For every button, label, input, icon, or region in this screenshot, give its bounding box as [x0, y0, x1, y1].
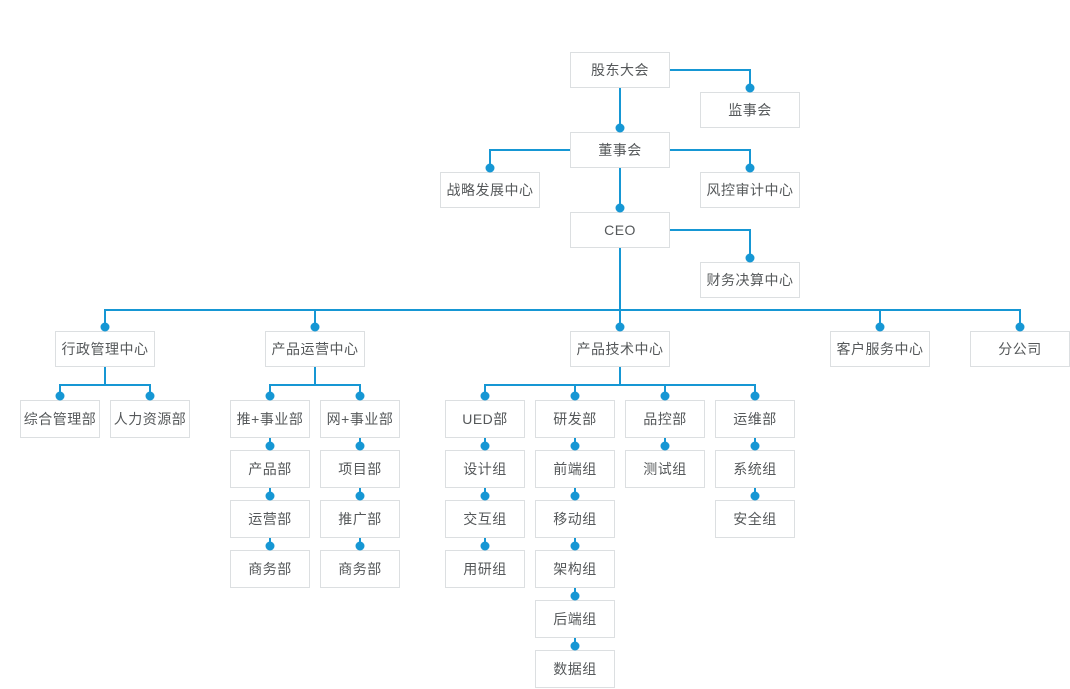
org-node-interaction_group: 交互组	[445, 500, 525, 538]
org-node-security_group: 安全组	[715, 500, 795, 538]
org-node-ops_center: 产品运营中心	[265, 331, 365, 367]
org-node-project_dept: 项目部	[320, 450, 400, 488]
org-node-finance_center: 财务决算中心	[700, 262, 800, 298]
org-node-testing_group: 测试组	[625, 450, 705, 488]
org-node-data_group: 数据组	[535, 650, 615, 688]
org-node-tui_division: 推+事业部	[230, 400, 310, 438]
org-node-risk_audit_center: 风控审计中心	[700, 172, 800, 208]
org-node-hr_dept: 人力资源部	[110, 400, 190, 438]
org-node-operations_dept: 运营部	[230, 500, 310, 538]
org-node-ued_dept: UED部	[445, 400, 525, 438]
org-node-branch_company: 分公司	[970, 331, 1070, 367]
org-node-tech_center: 产品技术中心	[570, 331, 670, 367]
org-node-promotion_dept: 推广部	[320, 500, 400, 538]
org-node-strategy_center: 战略发展中心	[440, 172, 540, 208]
org-node-admin_center: 行政管理中心	[55, 331, 155, 367]
org-node-service_center: 客户服务中心	[830, 331, 930, 367]
org-node-design_group: 设计组	[445, 450, 525, 488]
org-node-om_dept: 运维部	[715, 400, 795, 438]
org-node-supervisory: 监事会	[700, 92, 800, 128]
org-node-business_dept_tui: 商务部	[230, 550, 310, 588]
org-node-mobile_group: 移动组	[535, 500, 615, 538]
org-node-product_dept: 产品部	[230, 450, 310, 488]
org-node-qc_dept: 品控部	[625, 400, 705, 438]
org-node-backend_group: 后端组	[535, 600, 615, 638]
org-node-rd_dept: 研发部	[535, 400, 615, 438]
org-node-general_admin_dept: 综合管理部	[20, 400, 100, 438]
org-node-shareholders: 股东大会	[570, 52, 670, 88]
org-node-architecture_group: 架构组	[535, 550, 615, 588]
org-node-frontend_group: 前端组	[535, 450, 615, 488]
org-node-business_dept_net: 商务部	[320, 550, 400, 588]
org-node-ceo: CEO	[570, 212, 670, 248]
org-node-system_group: 系统组	[715, 450, 795, 488]
org-node-user_research_group: 用研组	[445, 550, 525, 588]
org-node-board: 董事会	[570, 132, 670, 168]
org-node-net_division: 网+事业部	[320, 400, 400, 438]
